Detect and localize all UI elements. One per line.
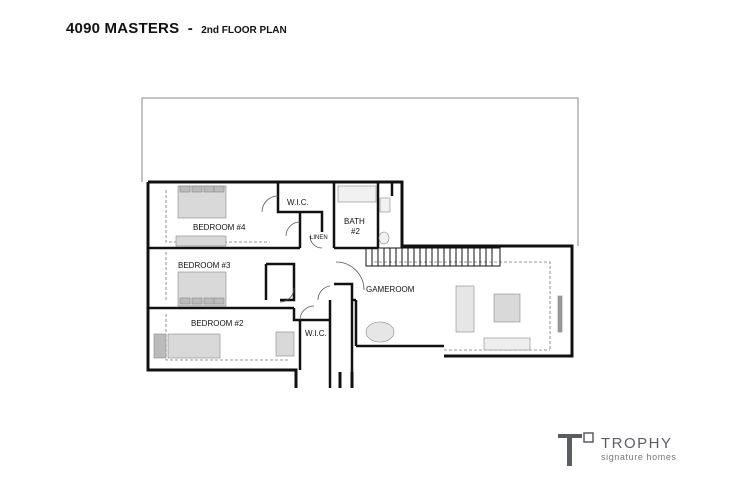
logo-tagline: signature homes: [601, 452, 677, 462]
title-separator: -: [187, 20, 193, 37]
trophy-t-icon: [558, 432, 594, 466]
label-bedroom2: BEDROOM #2: [191, 319, 244, 328]
bedroom4-dresser: [175, 235, 227, 247]
bedroom2-desk: [275, 331, 295, 357]
label-bath-line1: BATH: [344, 217, 365, 226]
label-wic-bottom: W.I.C.: [305, 329, 327, 338]
staircase: [365, 247, 501, 267]
gameroom-counter: [483, 337, 531, 351]
room-labels: BEDROOM #4 BEDROOM #3 BEDROOM #2 W.I.C. …: [178, 198, 415, 338]
gameroom-tv: [557, 295, 563, 333]
label-bedroom3: BEDROOM #3: [178, 261, 231, 270]
interior-walls: [148, 182, 444, 388]
label-bath-line2: #2: [351, 227, 360, 236]
plan-title: 4090 MASTERS - 2nd FLOOR PLAN: [66, 20, 287, 38]
trophy-logo: TROPHY signature homes: [556, 432, 706, 468]
gameroom-table: [493, 293, 521, 323]
furniture: [153, 185, 563, 359]
floor-label: 2nd FLOOR PLAN: [201, 25, 287, 36]
label-wic-top: W.I.C.: [287, 198, 309, 207]
roof-outline: [141, 97, 579, 246]
door-swings: [261, 195, 365, 321]
bath-toilet: [378, 231, 390, 245]
bath-vanity: [379, 197, 391, 213]
bath-tub: [337, 185, 377, 203]
logo-brand: TROPHY: [601, 435, 673, 452]
gameroom-round-table: [365, 321, 395, 343]
gameroom-sofa: [455, 285, 475, 333]
label-linen: LINEN: [310, 235, 328, 241]
label-gameroom: GAMEROOM: [366, 285, 415, 294]
bedroom2-bed: [167, 333, 221, 359]
plan-name: 4090 MASTERS: [66, 20, 180, 37]
label-bedroom4: BEDROOM #4: [193, 223, 246, 232]
